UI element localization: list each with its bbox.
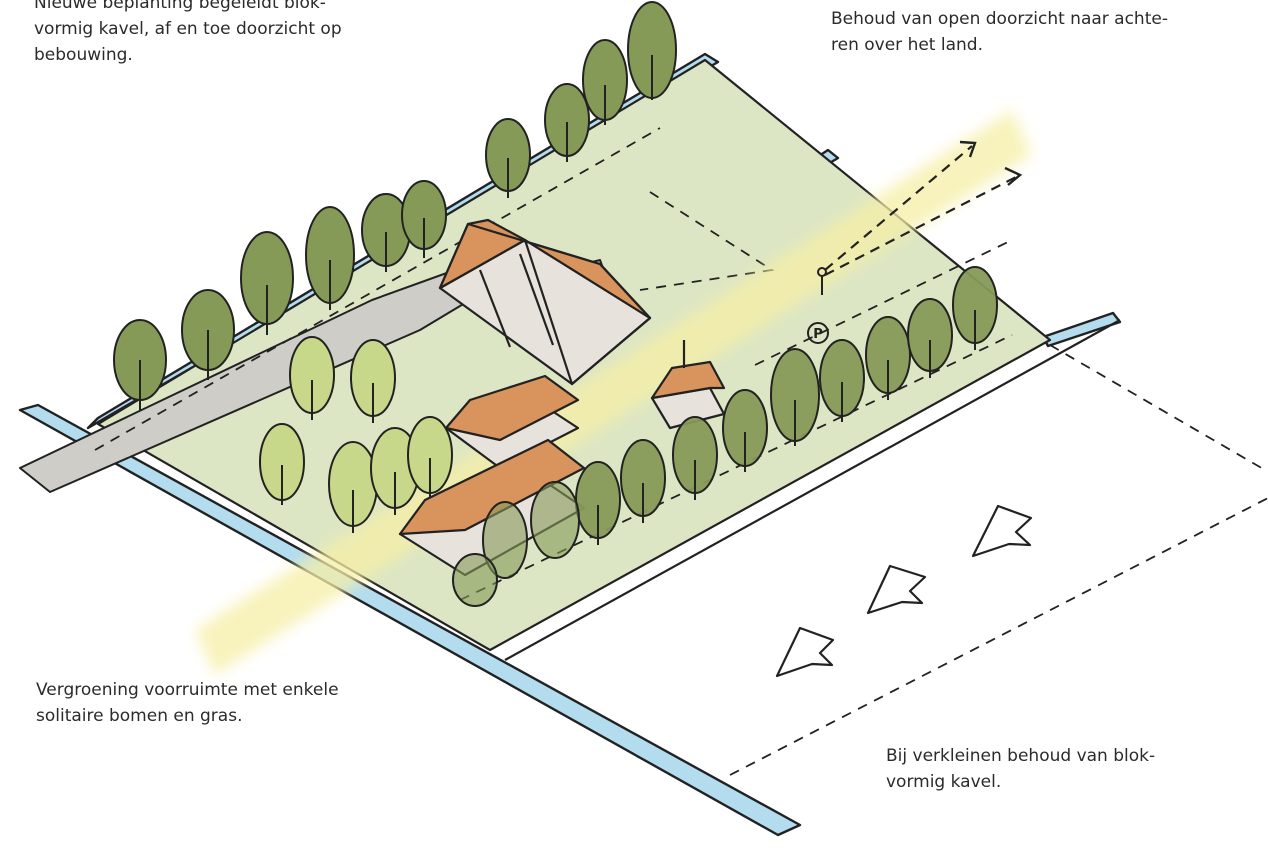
tree-icon xyxy=(530,481,580,559)
arrow-icon xyxy=(775,626,835,678)
annotation-bottom-left: Vergroening voorruimte met enkele solita… xyxy=(36,677,339,729)
direction-arrows xyxy=(775,504,1033,678)
annotation-top-right: Behoud van open doorzicht naar achte- re… xyxy=(831,6,1168,58)
tree-cluster-front xyxy=(452,481,580,607)
annotation-line: Bij verkleinen behoud van blok- xyxy=(886,746,1156,766)
arrow-icon xyxy=(866,564,927,615)
annotation-line: Nieuwe beplanting begeleidt blok- xyxy=(34,0,326,13)
parking-label: P xyxy=(813,327,823,342)
annotation-line: solitaire bomen en gras. xyxy=(36,706,243,726)
canal-left xyxy=(18,403,802,837)
open-field-edge xyxy=(504,319,1121,661)
shed xyxy=(650,340,726,430)
main-barn xyxy=(438,218,652,386)
parking-icon: P xyxy=(807,322,829,344)
annotation-top-left: Nieuwe beplanting begeleidt blok- vormig… xyxy=(34,0,342,68)
annotation-line: Vergroening voorruimte met enkele xyxy=(36,680,339,700)
annotation-line: vormig kavel, af en toe doorzicht op xyxy=(34,19,342,39)
tree-group-yard xyxy=(259,336,453,527)
annotation-line: Behoud van open doorzicht naar achte- xyxy=(831,9,1168,29)
view-arrows xyxy=(824,145,1019,276)
annotation-line: vormig kavel. xyxy=(886,772,1002,792)
tree-icon xyxy=(452,553,498,607)
tree-row-right xyxy=(575,266,998,539)
annotation-line: ren over het land. xyxy=(831,35,983,55)
annotation-bottom-right: Bij verkleinen behoud van blok- vormig k… xyxy=(886,743,1155,795)
middle-house xyxy=(444,374,580,470)
annotation-line: bebouwing. xyxy=(34,45,133,65)
tree-icon xyxy=(482,501,528,579)
person-icon xyxy=(817,267,827,295)
tree-trunks xyxy=(139,55,976,545)
view-arrowheads xyxy=(959,140,1023,186)
tree-row-top xyxy=(113,1,677,401)
arrow-icon xyxy=(971,504,1033,558)
